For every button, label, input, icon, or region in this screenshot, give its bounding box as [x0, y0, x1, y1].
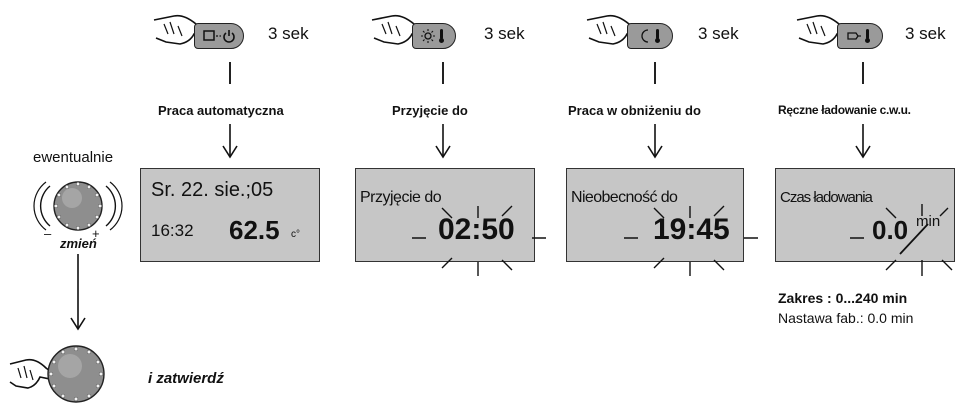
lcd-display: Przyjęcie do 02:50	[355, 168, 535, 262]
down-arrow	[647, 124, 663, 159]
step-heading: Przyjęcie do	[392, 103, 468, 118]
step-heading: Praca automatyczna	[158, 103, 284, 118]
connector-line	[654, 62, 656, 84]
rotary-knob[interactable]	[33, 176, 123, 236]
hold-label: 3 sek	[484, 24, 525, 43]
connector-line	[229, 62, 231, 84]
display-value: 0.0	[872, 215, 909, 245]
display-value: 19:45	[653, 213, 730, 246]
temperature-unit: c°	[291, 229, 300, 240]
hold-label: 3 sek	[268, 24, 309, 43]
connector-line	[862, 62, 864, 84]
display-label: Nieobecność do	[571, 189, 678, 206]
connector-line	[442, 62, 444, 84]
blink-rays	[412, 205, 546, 276]
step-heading: Praca w obniżeniu do	[568, 103, 701, 118]
knob-hint: ewentualnie	[33, 149, 114, 166]
display-label: Przyjęcie do	[360, 189, 442, 206]
display-value: 02:50	[438, 213, 515, 246]
hold-label: 3 sek	[905, 24, 946, 43]
time-text: 16:32	[151, 221, 194, 240]
party-mode-button[interactable]	[412, 23, 456, 49]
range-label: Zakres : 0...240 min	[778, 290, 908, 306]
blink-rays	[624, 205, 758, 276]
knob-action-label: zmień	[60, 236, 97, 251]
display-unit: min	[916, 213, 941, 230]
date-text: Sr. 22. sie.;05	[151, 179, 274, 201]
dhw-charge-button[interactable]	[837, 23, 883, 49]
down-arrow	[70, 254, 86, 331]
hold-label: 3 sek	[698, 24, 739, 43]
moon-thermometer-icon	[641, 29, 660, 43]
blink-rays	[850, 204, 953, 276]
standby-button[interactable]	[194, 23, 244, 49]
temperature-value: 62.5	[229, 215, 280, 245]
down-arrow	[855, 124, 871, 159]
knob-plus: +	[92, 226, 100, 241]
display-label: Czas ładowania	[780, 189, 873, 206]
lcd-display: Sr. 22. sie.;05 16:32 62.5 c°	[140, 168, 320, 262]
down-arrow	[435, 124, 451, 159]
factory-setting-label: Nastawa fab.: 0.0 min	[778, 310, 914, 326]
down-arrow	[222, 124, 238, 159]
standby-power-icon	[203, 30, 235, 43]
confirm-knob[interactable]	[40, 344, 106, 404]
sun-thermometer-icon	[421, 29, 444, 43]
tap-thermometer-icon	[847, 29, 870, 43]
knob-minus: –	[44, 226, 52, 241]
confirm-label: i zatwierdź	[148, 370, 224, 387]
step-heading: Ręczne ładowanie c.w.u.	[778, 103, 911, 117]
setback-button[interactable]	[627, 23, 673, 49]
lcd-display: Czas ładowania 0.0 min	[775, 168, 955, 262]
